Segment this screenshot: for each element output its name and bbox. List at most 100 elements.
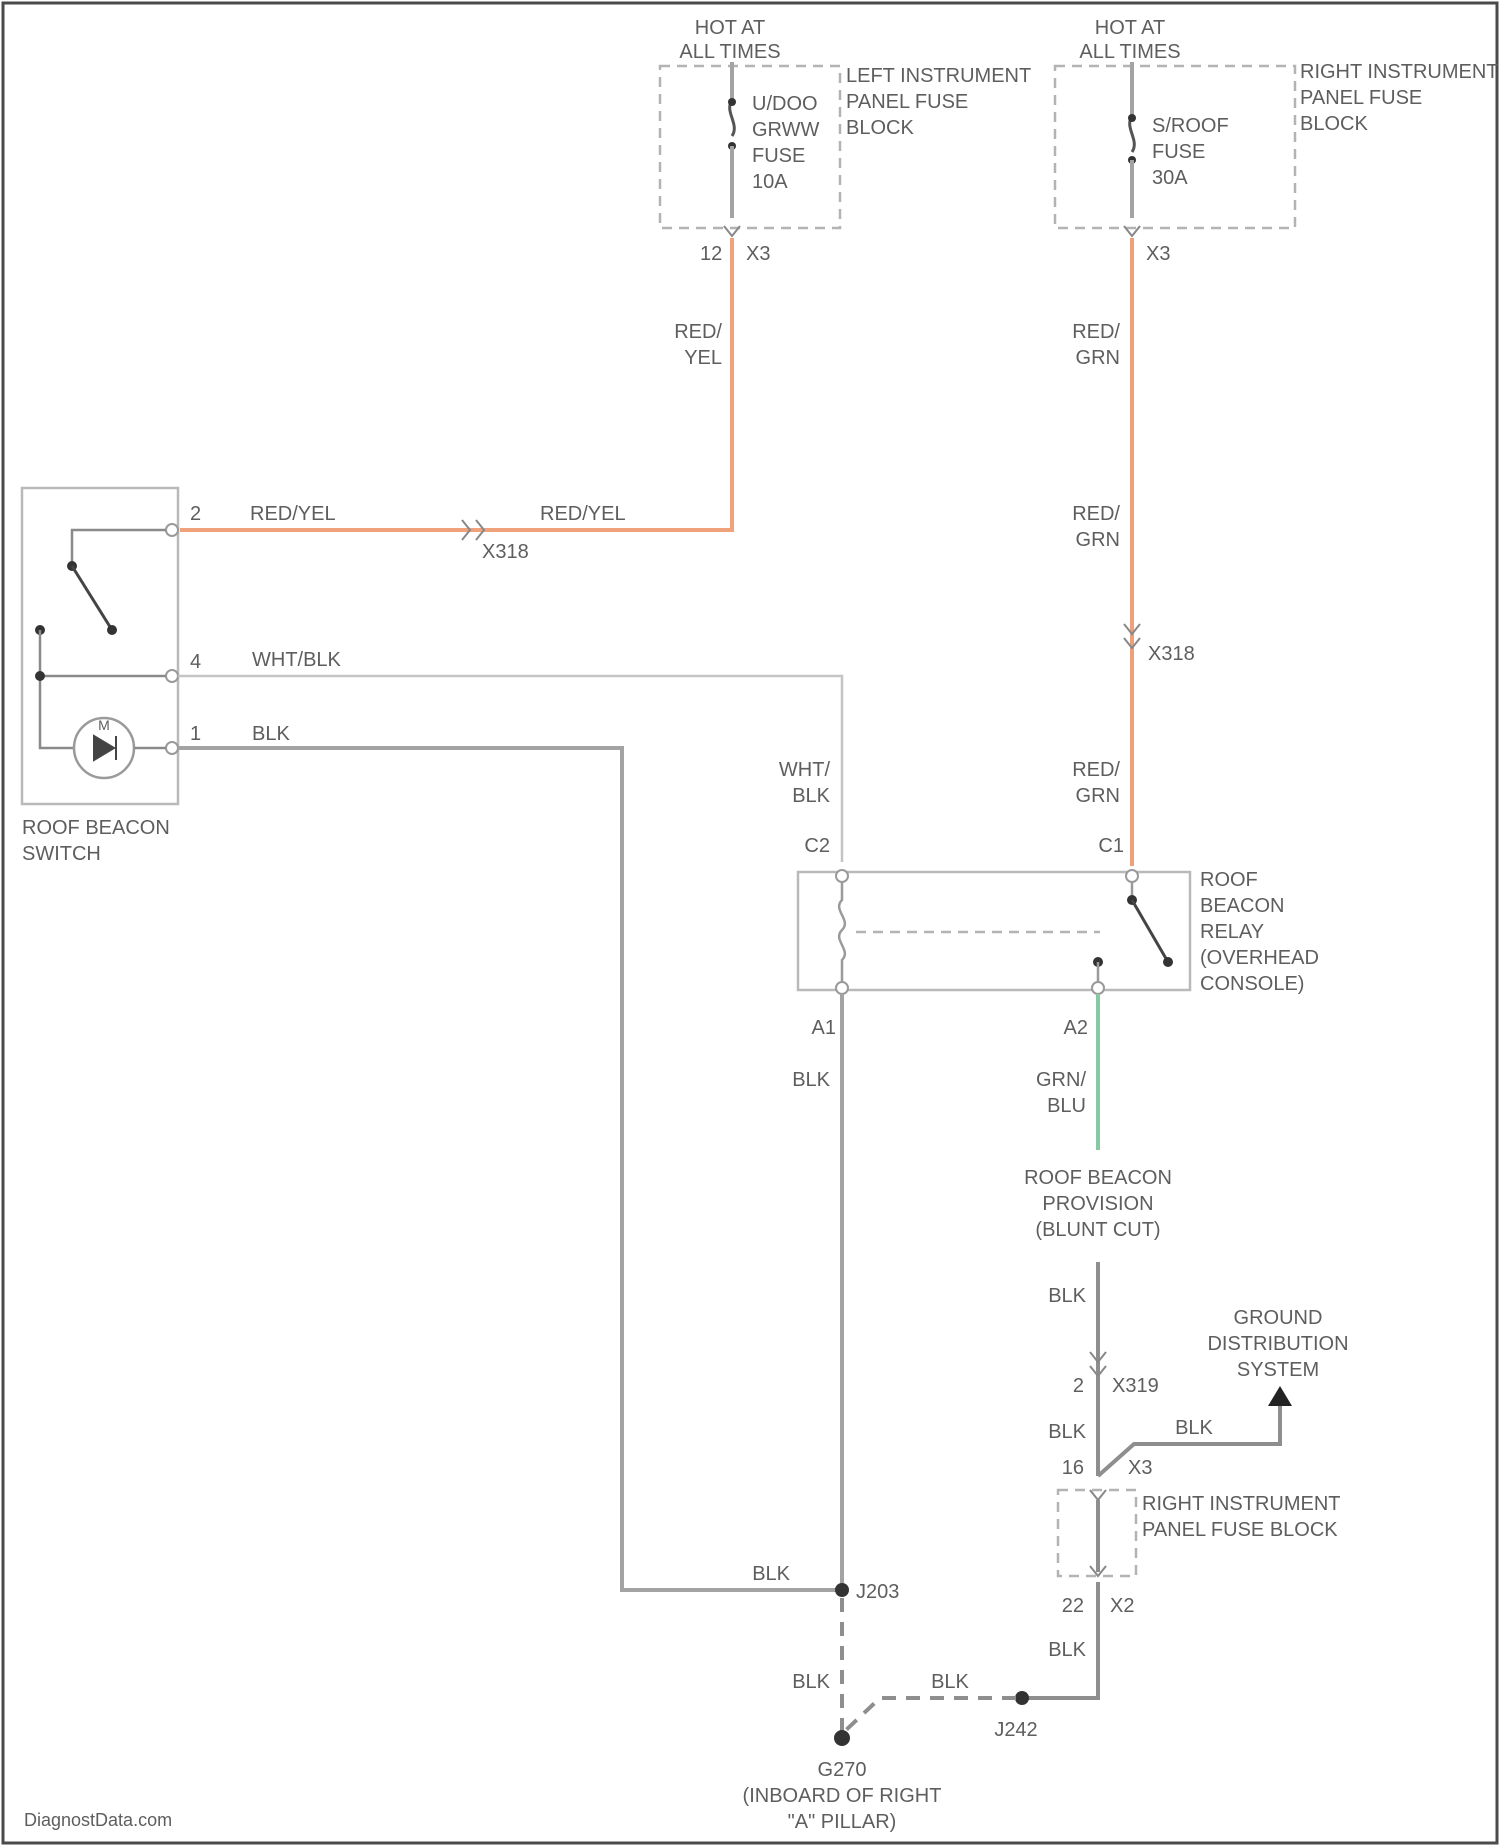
splice-j242	[1015, 1691, 1029, 1705]
blk-after-x319-label: BLK	[1048, 1421, 1086, 1443]
grn-blu-label-2: BLU	[1047, 1095, 1086, 1117]
red-grn-label-2b: GRN	[1076, 529, 1120, 551]
right-fuse-connector: X3	[1146, 243, 1170, 265]
switch-contact	[107, 625, 117, 635]
blk-circuit-relay: BLK BLK J203 BLK G270 (INBOARD OF RIGHT …	[743, 994, 942, 1833]
right-block-line-3: BLOCK	[1300, 113, 1368, 135]
right-block-line-1: RIGHT INSTRUMENT	[1300, 61, 1499, 83]
ground-g270-line-3: "A" PILLAR)	[788, 1811, 897, 1833]
grn-blu-label-1: GRN/	[1036, 1069, 1086, 1091]
red-yel-left-label: RED/YEL	[250, 503, 336, 525]
relay-name-2: BEACON	[1200, 895, 1284, 917]
blk-horizontal-label: BLK	[252, 723, 290, 745]
blk-wire-switch	[178, 748, 842, 1590]
relay-pin-c1-terminal	[1126, 870, 1138, 882]
blk-below-block-label: BLK	[1048, 1639, 1086, 1661]
switch-pin-1	[166, 742, 178, 754]
ground-g270-line-1: G270	[818, 1759, 867, 1781]
ground-arrow-icon	[1268, 1386, 1292, 1406]
right-block-line-2: PANEL FUSE	[1300, 87, 1422, 109]
right-fuse-line-3: 30A	[1152, 167, 1188, 189]
lamp-indicator-label: M	[98, 717, 110, 733]
red-grn-label-2a: RED/	[1072, 503, 1120, 525]
x319-pin-label: 2	[1073, 1375, 1084, 1397]
wht-blk-vertical-label-1: WHT/	[779, 759, 831, 781]
left-block-line-3: BLOCK	[846, 117, 914, 139]
blk-circuit-switch: BLK	[178, 723, 842, 1590]
splice-j242-label: J242	[994, 1719, 1037, 1741]
relay-pin-c2-terminal	[836, 870, 848, 882]
blk-wire-to-ground	[1098, 1402, 1280, 1476]
blk-dashed-horizontal-label: BLK	[931, 1671, 969, 1693]
relay-pin-a1-terminal	[836, 982, 848, 994]
red-grn-circuit: RED/ GRN RED/ GRN X318 RED/ GRN	[1072, 238, 1195, 866]
block-pin-top-label: 16	[1062, 1457, 1084, 1479]
relay-pin-c1: C1	[1098, 835, 1124, 857]
blk-provision-label: BLK	[1048, 1285, 1086, 1307]
ground-dist-line-1: GROUND	[1234, 1307, 1323, 1329]
x318-right-label: X318	[1148, 643, 1195, 665]
red-grn-label-3a: RED/	[1072, 759, 1120, 781]
wht-blk-vertical-label-2: BLK	[792, 785, 830, 807]
switch-pin-4-label: 4	[190, 651, 201, 673]
red-grn-label-1a: RED/	[1072, 321, 1120, 343]
red-grn-label-3b: GRN	[1076, 785, 1120, 807]
left-hot-label-2: ALL TIMES	[679, 41, 780, 63]
switch-name-1: ROOF BEACON	[22, 817, 170, 839]
relay-name-5: CONSOLE)	[1200, 973, 1304, 995]
ground-dist-line-2: DISTRIBUTION	[1207, 1333, 1348, 1355]
provision-line-3: (BLUNT CUT)	[1035, 1219, 1160, 1241]
blk-dashed-vertical-label: BLK	[792, 1671, 830, 1693]
red-grn-label-1b: GRN	[1076, 347, 1120, 369]
block-conn-bottom-label: X2	[1110, 1595, 1134, 1617]
relay-pin-a1: A1	[812, 1017, 836, 1039]
wht-blk-wire	[178, 676, 842, 862]
blk-to-ground-label: BLK	[1175, 1417, 1213, 1439]
relay-pin-a2-terminal	[1092, 982, 1104, 994]
fuse-terminal-top	[728, 98, 736, 106]
switch-internal-feed	[72, 530, 166, 566]
roof-beacon-switch: 2 4 1 M ROOF BEACON SWITCH	[22, 488, 201, 865]
switch-pin-4	[166, 670, 178, 682]
x318-connector-label: X318	[482, 541, 529, 563]
right-hot-label-1: HOT AT	[1095, 17, 1165, 39]
provision-line-2: PROVISION	[1042, 1193, 1153, 1215]
relay-contact-blade	[1132, 900, 1168, 962]
splice-j203-label: J203	[856, 1581, 899, 1603]
relay-pin-c2: C2	[804, 835, 830, 857]
switch-blade	[72, 566, 112, 630]
relay-pin-a2: A2	[1064, 1017, 1088, 1039]
grn-blu-circuit: GRN/ BLU ROOF BEACON PROVISION (BLUNT CU…	[1024, 994, 1172, 1241]
ground-circuit: BLK 2 X319 BLK BLK GROUND DISTRIBUTION S…	[846, 1262, 1349, 1741]
splice-j203	[835, 1583, 849, 1597]
left-fuse-connector: X3	[746, 243, 770, 265]
blk-splice-label: BLK	[752, 1563, 790, 1585]
left-block-line-1: LEFT INSTRUMENT	[846, 65, 1031, 87]
red-yel-wire	[180, 238, 732, 530]
red-yel-vertical-label-1: RED/	[674, 321, 722, 343]
left-fuse-line-3: FUSE	[752, 145, 805, 167]
blk-relay-label: BLK	[792, 1069, 830, 1091]
red-yel-right-label: RED/YEL	[540, 503, 626, 525]
switch-internal-common	[40, 630, 74, 748]
switch-pin-2	[166, 524, 178, 536]
switch-pin-1-label: 1	[190, 723, 201, 745]
right-ip-block-line-1: RIGHT INSTRUMENT	[1142, 1493, 1341, 1515]
wht-blk-circuit: WHT/BLK WHT/ BLK	[178, 649, 842, 862]
lamp-diode-icon	[94, 736, 116, 760]
relay-contact	[1163, 957, 1173, 967]
switch-pin-2-label: 2	[190, 503, 201, 525]
diagram-frame	[3, 3, 1497, 1843]
blk-dashed-return	[846, 1698, 1016, 1730]
relay-name-4: (OVERHEAD	[1200, 947, 1319, 969]
right-hot-label-2: ALL TIMES	[1079, 41, 1180, 63]
relay-coil-icon	[839, 882, 845, 982]
left-fuse-line-1: U/DOO	[752, 93, 818, 115]
wht-blk-horizontal-label: WHT/BLK	[252, 649, 342, 671]
fuse-terminal-top	[1128, 114, 1136, 122]
red-yel-vertical-label-2: YEL	[684, 347, 722, 369]
left-fuse-line-2: GRWW	[752, 119, 820, 141]
connector-chevron	[1090, 1490, 1106, 1500]
right-fuse-block: HOT AT ALL TIMES S/ROOF FUSE 30A RIGHT I…	[1055, 17, 1499, 265]
provision-line-1: ROOF BEACON	[1024, 1167, 1172, 1189]
